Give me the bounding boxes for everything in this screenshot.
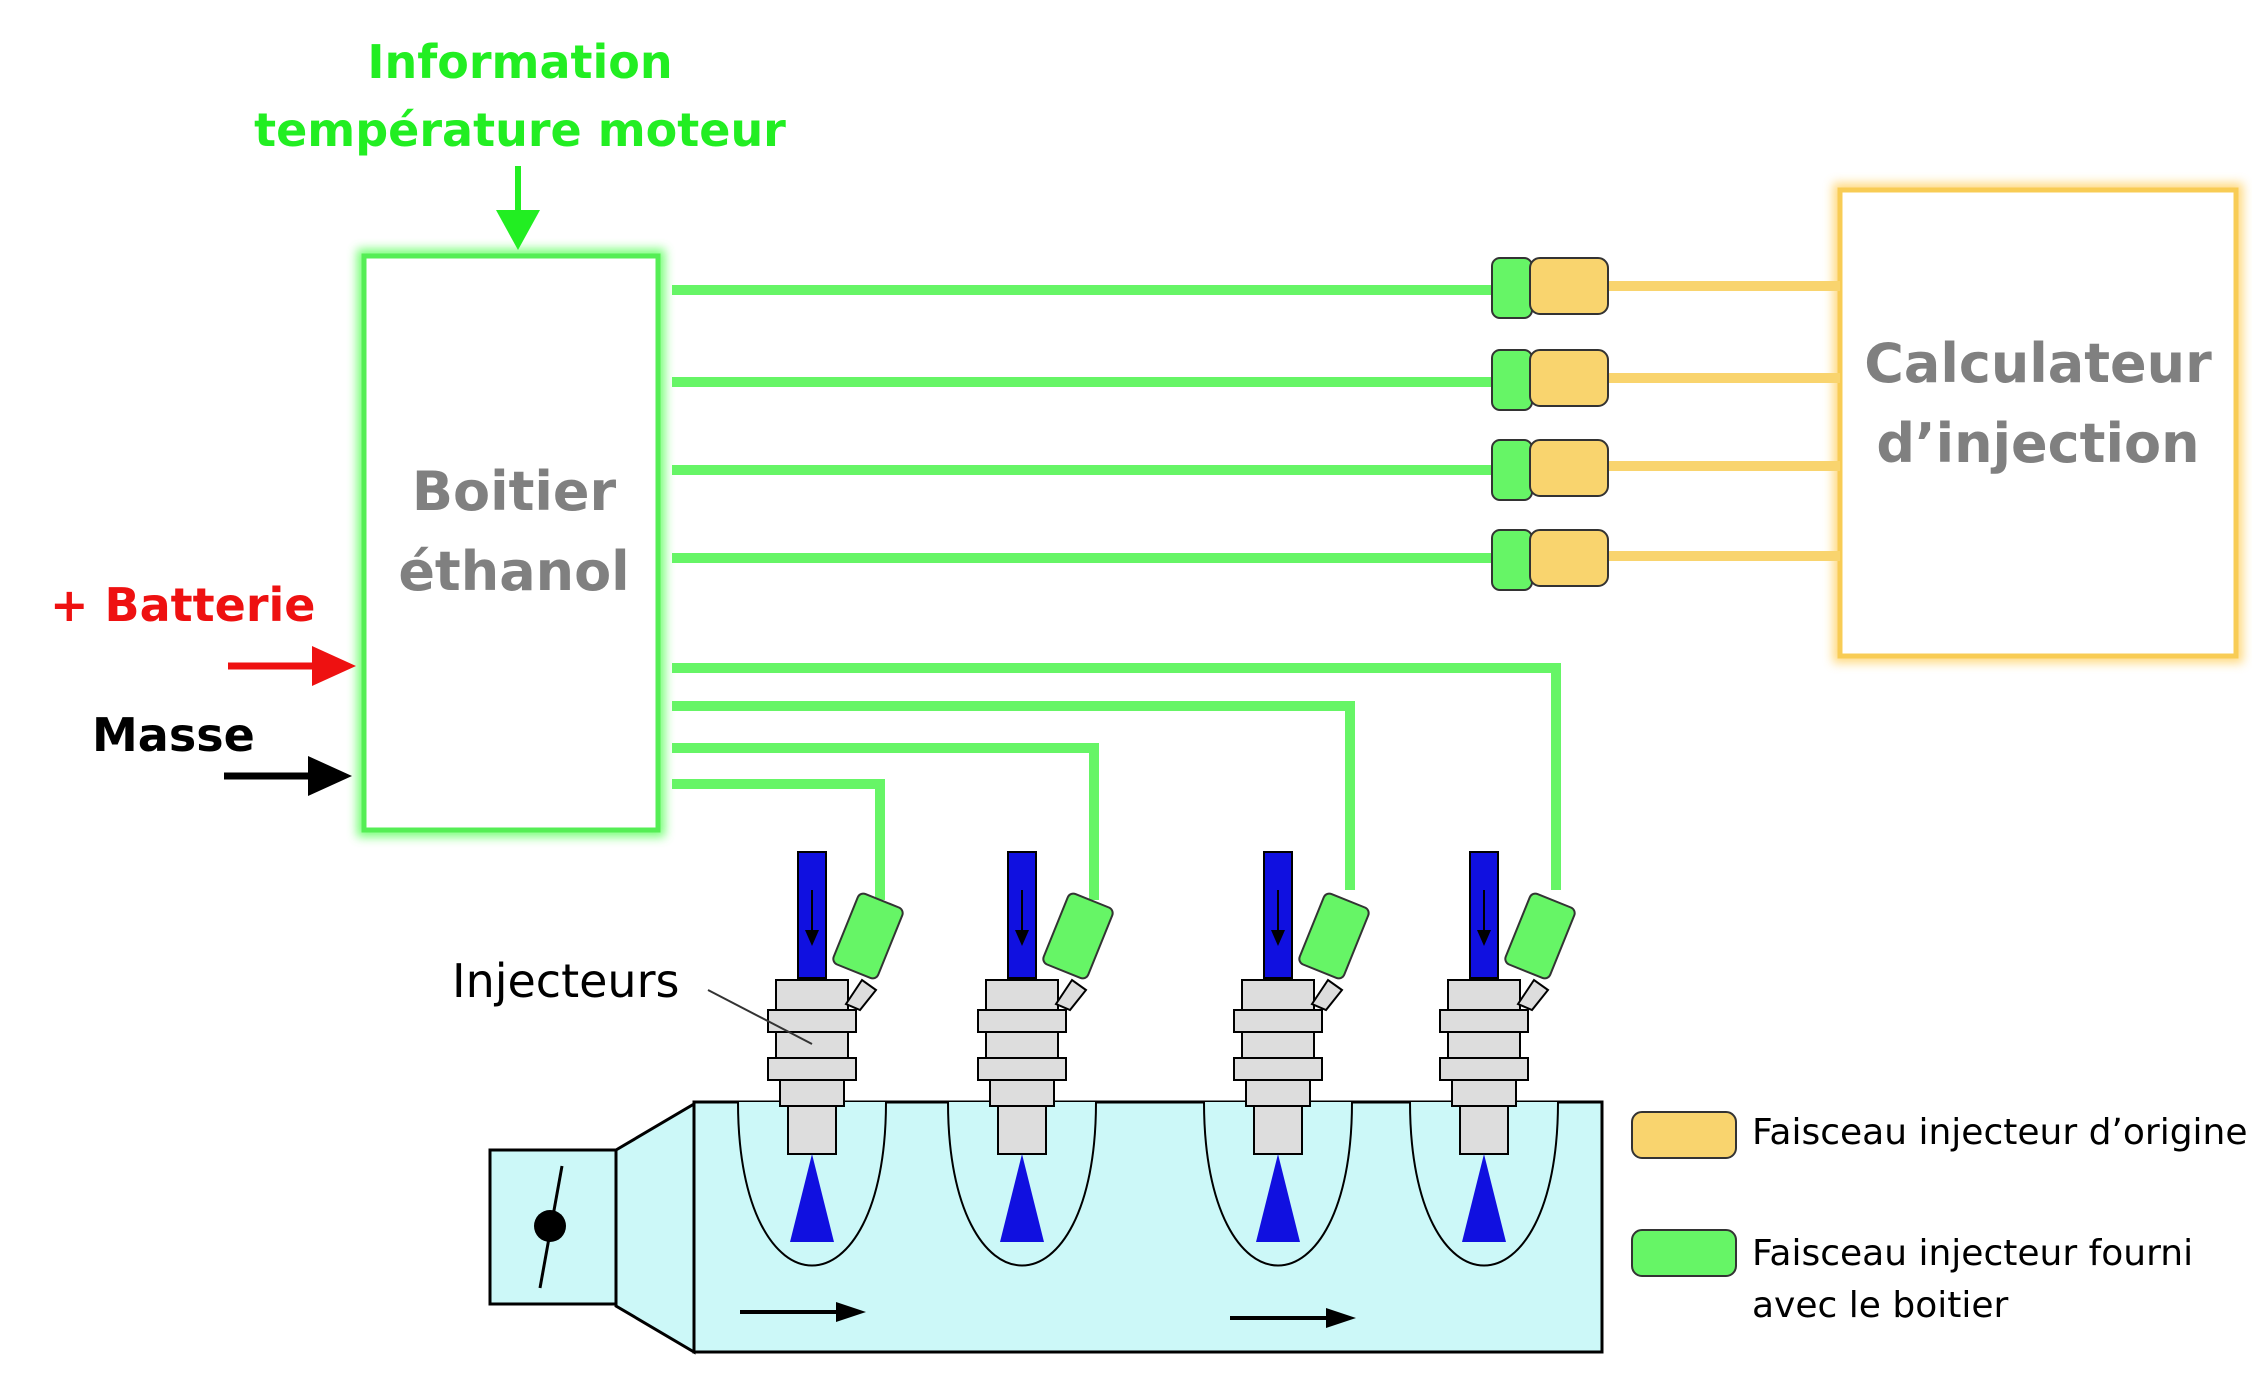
injector-4 — [1409, 851, 1576, 1267]
connector-pair-2 — [1491, 349, 1609, 411]
legend-swatch-origine — [1631, 1111, 1737, 1159]
legend-origine-label: Faisceau injecteur d’origine — [1752, 1112, 2248, 1153]
legend-fourni-label: Faisceau injecteur fourni avec le boitie… — [1752, 1228, 2193, 1332]
temperature-label-line2: température moteur — [254, 103, 786, 157]
injector-1 — [737, 851, 904, 1267]
injecteurs-label: Injecteurs — [452, 954, 680, 1008]
green-harness-to-injectors — [672, 663, 1561, 900]
calculateur-box — [1833, 183, 2243, 663]
calculateur-label-line1: Calculateur — [1864, 332, 2212, 395]
temperature-label-line1: Information — [367, 35, 673, 89]
batterie-arrow — [228, 646, 356, 686]
injecteurs-leader-line — [707, 989, 813, 1045]
legend-fourni-line1: Faisceau injecteur fourni — [1752, 1233, 2194, 1274]
calculateur-label-line2: d’injection — [1876, 412, 2200, 475]
connector-pair-3 — [1491, 439, 1609, 501]
legend-swatch-fourni — [1631, 1229, 1737, 1277]
calculateur-label: Calculateur d’injection — [1840, 324, 2236, 484]
boitier-label-line2: éthanol — [398, 540, 630, 603]
temperature-label: Information température moteur — [250, 28, 790, 164]
boitier-label: Boitier éthanol — [364, 452, 664, 612]
connector-pair-1 — [1491, 257, 1609, 319]
masse-arrow — [224, 756, 352, 796]
green-harness-to-ecu — [672, 285, 1494, 563]
batterie-label: + Batterie — [50, 578, 316, 632]
injector-3 — [1203, 851, 1370, 1267]
boitier-label-line1: Boitier — [411, 460, 617, 523]
legend-fourni-line2: avec le boitier — [1752, 1285, 2009, 1326]
injector-2 — [947, 851, 1114, 1267]
masse-label: Masse — [92, 708, 255, 762]
orange-harness-to-ecu — [1606, 281, 1840, 561]
temperature-arrow — [496, 166, 540, 250]
boitier-ethanol-box — [357, 249, 665, 837]
connector-pair-4 — [1491, 529, 1609, 591]
